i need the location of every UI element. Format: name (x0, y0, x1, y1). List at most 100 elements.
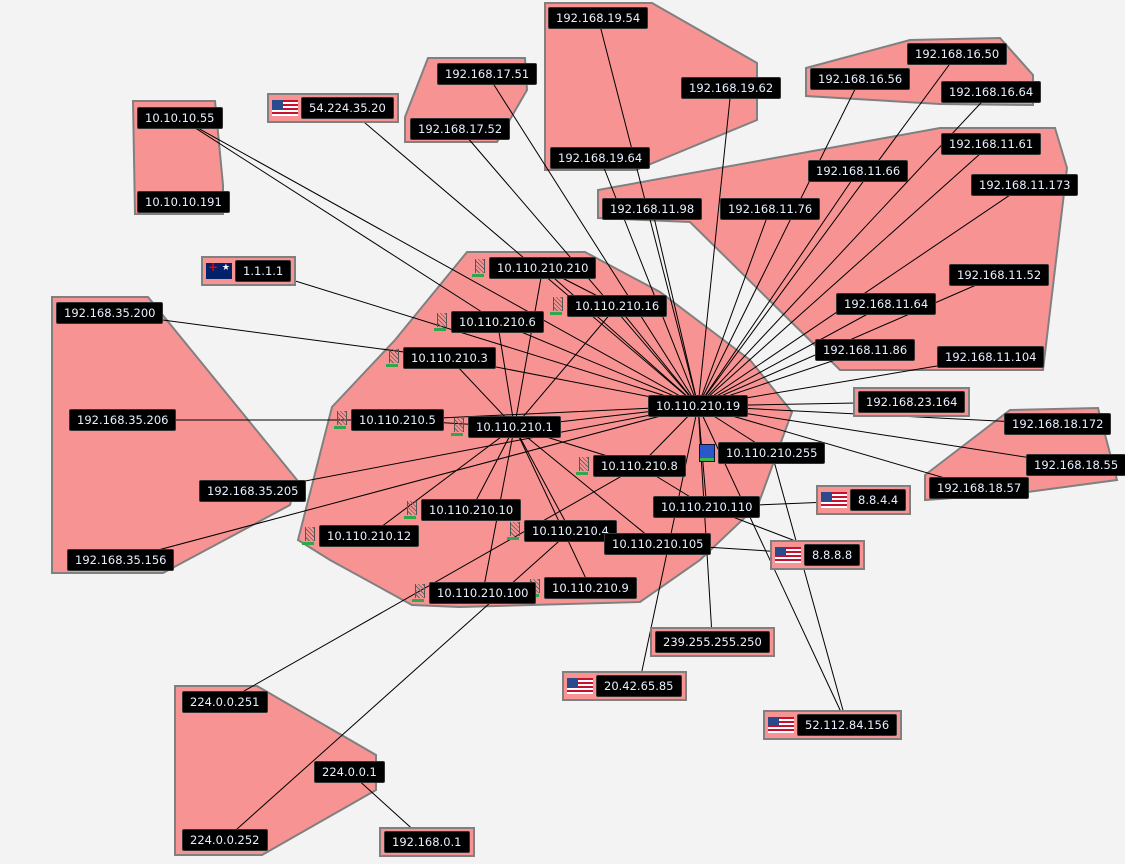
node-n100[interactable]: 10.110.210.100 (412, 582, 537, 604)
tower-icon (434, 313, 448, 331)
node-s1855[interactable]: 192.168.18.55 (1026, 454, 1125, 476)
node-s1161[interactable]: 192.168.11.61 (941, 133, 1042, 155)
edge-n19-n16 (616, 305, 699, 407)
node-s1166[interactable]: 192.168.11.66 (808, 160, 909, 182)
node-label: 8.8.4.4 (850, 489, 907, 511)
node-s11104[interactable]: 192.168.11.104 (937, 346, 1045, 368)
node-n8[interactable]: 10.110.210.8 (576, 455, 686, 477)
node-m239[interactable]: 239.255.255.250 (650, 627, 775, 657)
node-s1954[interactable]: 192.168.19.54 (548, 7, 649, 29)
node-s1752[interactable]: 192.168.17.52 (410, 118, 511, 140)
node-n105[interactable]: 10.110.210.105 (604, 533, 712, 555)
node-e8888[interactable]: 8.8.8.8 (770, 540, 866, 570)
node-e8844[interactable]: 8.8.4.4 (816, 485, 912, 515)
node-n4[interactable]: 10.110.210.4 (507, 520, 617, 542)
node-n255[interactable]: 10.110.210.255 (699, 442, 826, 464)
edge-n19-t55 (179, 117, 699, 407)
node-s1164[interactable]: 192.168.11.64 (836, 293, 937, 315)
node-n19[interactable]: 10.110.210.19 (648, 395, 749, 417)
node-n6[interactable]: 10.110.210.6 (434, 311, 544, 333)
node-label: 10.110.210.8 (593, 455, 686, 477)
node-s23164[interactable]: 192.168.23.164 (853, 387, 971, 417)
node-label: 10.110.210.210 (489, 257, 597, 279)
node-t55[interactable]: 10.10.10.55 (137, 107, 223, 129)
node-label: 192.168.35.156 (67, 549, 175, 571)
node-e54[interactable]: 54.224.35.20 (267, 93, 399, 123)
group-192-168-19 (544, 2, 758, 171)
node-label: 224.0.0.252 (182, 829, 268, 851)
node-label: 192.168.11.98 (602, 198, 703, 220)
node-label: 10.110.210.4 (524, 520, 617, 542)
node-label: 20.42.65.85 (596, 675, 682, 697)
us-flag-icon (821, 492, 847, 508)
node-s1964[interactable]: 192.168.19.64 (550, 147, 651, 169)
node-label: 192.168.11.52 (949, 264, 1050, 286)
node-label: 192.168.23.164 (858, 391, 966, 413)
node-s1962[interactable]: 192.168.19.62 (681, 77, 782, 99)
tower-icon (334, 411, 348, 429)
edge-n19-s1656 (697, 78, 861, 407)
node-s1176[interactable]: 192.168.11.76 (720, 198, 821, 220)
edge-n19-s1855 (697, 405, 1077, 466)
node-m251[interactable]: 224.0.0.251 (182, 691, 268, 713)
node-m252[interactable]: 224.0.0.252 (182, 829, 268, 851)
edge-n3-n1 (449, 357, 515, 428)
node-n5[interactable]: 10.110.210.5 (334, 409, 444, 431)
node-n1[interactable]: 10.110.210.1 (451, 416, 561, 438)
node-n10[interactable]: 10.110.210.10 (404, 499, 522, 521)
node-s1152[interactable]: 192.168.11.52 (949, 264, 1050, 286)
node-label: 10.110.210.5 (351, 409, 444, 431)
node-n12[interactable]: 10.110.210.12 (302, 525, 420, 547)
node-s35205[interactable]: 192.168.35.205 (199, 480, 307, 502)
node-g01[interactable]: 192.168.0.1 (379, 827, 475, 857)
node-n16[interactable]: 10.110.210.16 (550, 295, 668, 317)
edge-n19-s1857 (697, 405, 980, 489)
node-s35206[interactable]: 192.168.35.206 (69, 409, 177, 431)
node-s18172[interactable]: 192.168.18.172 (1004, 413, 1112, 435)
node-t191[interactable]: 10.10.10.191 (137, 191, 230, 213)
node-label: 192.168.16.50 (907, 43, 1008, 65)
node-n9[interactable]: 10.110.210.9 (527, 577, 637, 599)
node-n210[interactable]: 10.110.210.210 (472, 257, 597, 279)
node-s1198[interactable]: 192.168.11.98 (602, 198, 703, 220)
node-label: 192.168.16.56 (810, 68, 911, 90)
us-flag-icon (768, 717, 794, 733)
node-label: 192.168.35.206 (69, 409, 177, 431)
node-label: 192.168.11.66 (808, 160, 909, 182)
node-s1650[interactable]: 192.168.16.50 (907, 43, 1008, 65)
node-e52[interactable]: 52.112.84.156 (763, 710, 903, 740)
node-s35156[interactable]: 192.168.35.156 (67, 549, 175, 571)
group-192-168-35 (51, 296, 299, 574)
edge-n255-e52 (771, 452, 848, 726)
node-label: 192.168.18.172 (1004, 413, 1112, 435)
node-s1656[interactable]: 192.168.16.56 (810, 68, 911, 90)
edge-n6-n1 (496, 321, 515, 428)
node-label: 52.112.84.156 (797, 714, 898, 736)
node-s11173[interactable]: 192.168.11.173 (971, 174, 1079, 196)
node-s35200[interactable]: 192.168.35.200 (56, 302, 164, 324)
edge-n1-n10 (470, 426, 515, 511)
node-s1664[interactable]: 192.168.16.64 (941, 81, 1042, 103)
node-s1186[interactable]: 192.168.11.86 (815, 339, 916, 361)
node-n110[interactable]: 10.110.210.110 (653, 496, 761, 518)
node-e2042[interactable]: 20.42.65.85 (562, 671, 687, 701)
edge-n19-s35205 (252, 405, 699, 492)
node-s1751[interactable]: 192.168.17.51 (437, 63, 538, 85)
edge-n1-n4 (513, 426, 571, 532)
node-label: 192.168.16.64 (941, 81, 1042, 103)
node-label: 224.0.0.1 (314, 761, 385, 783)
node-label: 192.168.35.205 (199, 480, 307, 502)
node-m1[interactable]: 224.0.0.1 (314, 761, 385, 783)
edge-n16-n1 (514, 305, 618, 428)
us-flag-icon (775, 547, 801, 563)
us-flag-icon (567, 678, 593, 694)
node-n3[interactable]: 10.110.210.3 (386, 347, 496, 369)
node-e1111[interactable]: 1.1.1.1 (201, 256, 297, 286)
tower-icon (550, 297, 564, 315)
node-label: 10.110.210.19 (648, 395, 749, 417)
group-224-0-0 (174, 685, 377, 856)
node-s1857[interactable]: 192.168.18.57 (929, 477, 1030, 499)
node-label: 10.110.210.6 (451, 311, 544, 333)
edge-n19-s1751 (486, 73, 699, 407)
node-label: 54.224.35.20 (301, 97, 394, 119)
